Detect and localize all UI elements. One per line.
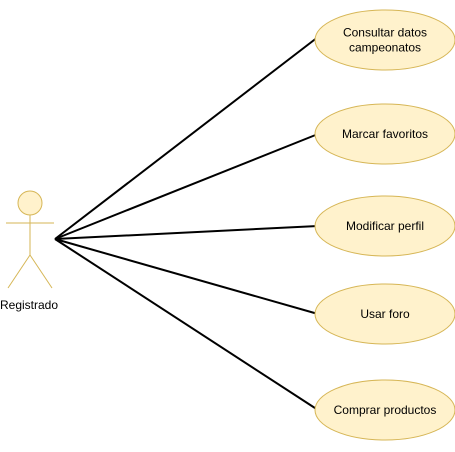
use-case[interactable]: Usar foro (314, 283, 455, 345)
use-case-label: Modificar perfil (346, 219, 424, 233)
actor-head (17, 190, 43, 216)
actor-label: Registrado (0, 298, 58, 312)
association-line (54, 133, 319, 240)
use-case-label: campeonatos (349, 41, 421, 55)
association-line (54, 225, 319, 240)
association-line (54, 238, 319, 411)
actor-right-leg (29, 254, 53, 289)
association-line (54, 36, 319, 240)
use-case-ellipse (314, 283, 455, 345)
use-case[interactable]: Comprar productos (314, 379, 455, 441)
use-case[interactable]: Modificar perfil (314, 195, 455, 257)
use-case-label: Marcar favoritos (342, 127, 428, 141)
use-case-ellipse (314, 379, 455, 441)
actor-left-leg (7, 254, 31, 289)
use-case-label: Usar foro (360, 307, 410, 321)
use-case-label: Consultar datos (343, 26, 427, 40)
use-case-label: Comprar productos (334, 403, 437, 417)
use-case[interactable]: Marcar favoritos (314, 103, 455, 165)
association-line (54, 238, 319, 315)
use-case-ellipse (314, 195, 455, 257)
actor-registrado[interactable]: Registrado (0, 190, 58, 312)
use-case-ellipse (314, 9, 455, 71)
use-case-ellipse (314, 103, 455, 165)
associations (54, 36, 319, 411)
